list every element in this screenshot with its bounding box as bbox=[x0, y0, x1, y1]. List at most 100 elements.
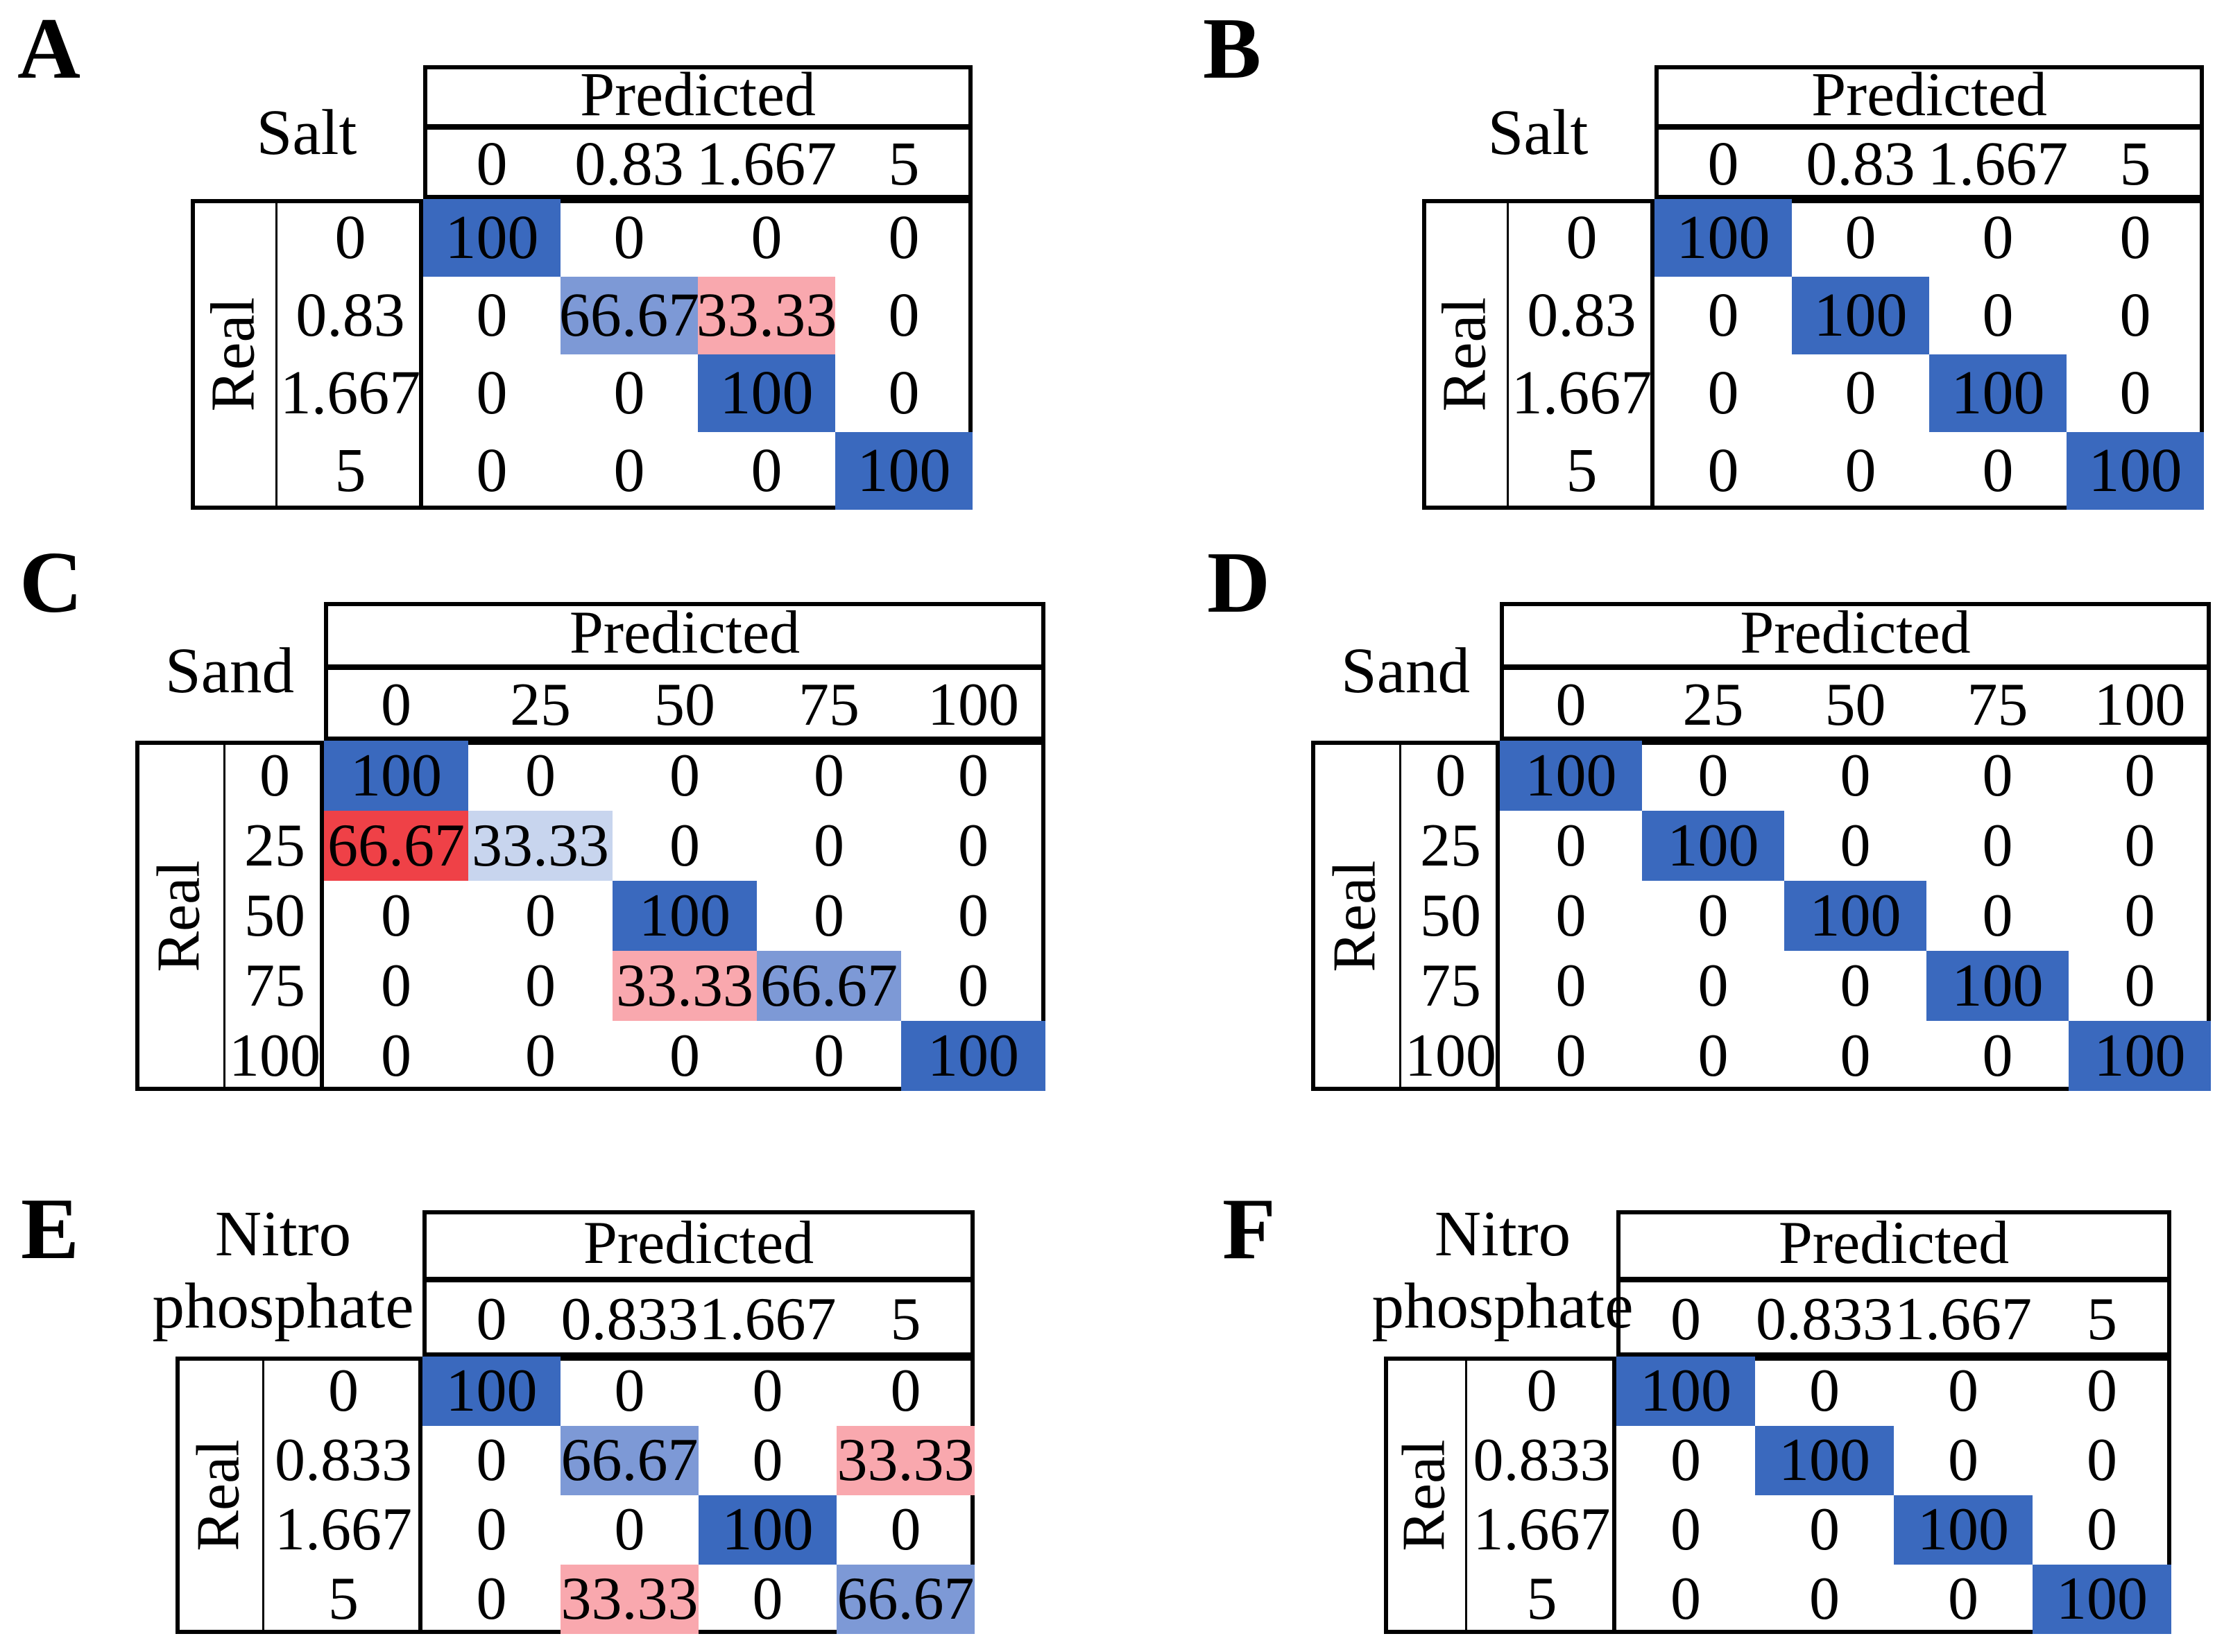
real-tick: 100 bbox=[229, 1022, 320, 1090]
panel-letter-A: A bbox=[17, 1, 80, 97]
matrix-cell-r0c3: 0 bbox=[888, 203, 920, 272]
matrix-cell-r1c1: 100 bbox=[1642, 811, 1784, 881]
predicted-axis-label: Predicted bbox=[1616, 1210, 2171, 1282]
predicted-header-box bbox=[1616, 1210, 2171, 1357]
matrix-cell-r1c0: 0 bbox=[1670, 1427, 1701, 1494]
real-axis-column: Real bbox=[1311, 741, 1401, 1091]
real-tick: 5 bbox=[1566, 436, 1598, 505]
matrix-cell-r0c4: 0 bbox=[958, 741, 989, 809]
matrix-cell-r2c2: 100 bbox=[1894, 1495, 2033, 1565]
matrix-cell-r4c2: 0 bbox=[1840, 1022, 1871, 1090]
matrix-cell-r0c1: 0 bbox=[1845, 203, 1876, 272]
matrix-cell-r0c0: 100 bbox=[324, 741, 468, 811]
predicted-tick: 75 bbox=[1967, 671, 2028, 739]
real-tick: 25 bbox=[1420, 811, 1481, 879]
matrix-cell-r1c3: 0 bbox=[1982, 811, 2013, 879]
matrix-cell-r1c0: 0 bbox=[476, 281, 508, 350]
matrix-cell-r2c3: 0 bbox=[814, 881, 844, 949]
real-ticks-column bbox=[264, 1357, 422, 1634]
matrix-cell-r3c4: 0 bbox=[958, 952, 989, 1019]
matrix-cell-r1c1: 100 bbox=[1755, 1426, 1894, 1495]
real-axis-label: Real bbox=[1390, 1439, 1458, 1551]
predicted-tick: 5 bbox=[2119, 130, 2151, 198]
real-ticks-column bbox=[277, 199, 423, 510]
matrix-cell-r3c0: 0 bbox=[381, 952, 411, 1019]
real-ticks-column bbox=[1401, 741, 1500, 1091]
matrix-cell-r4c4: 100 bbox=[2069, 1021, 2211, 1091]
matrix-cell-r0c3: 0 bbox=[2119, 203, 2151, 272]
matrix-cell-r3c3: 100 bbox=[2067, 432, 2204, 510]
matrix-body-box bbox=[1384, 1357, 2171, 1634]
predicted-tick: 25 bbox=[510, 671, 571, 739]
matrix-body-box bbox=[1311, 741, 2211, 1091]
matrix-cell-r2c1: 0 bbox=[525, 881, 556, 949]
matrix-cell-r1c2: 0 bbox=[1948, 1427, 1978, 1494]
matrix-cell-r0c3: 0 bbox=[814, 741, 844, 809]
predicted-tick: 0.833 bbox=[1756, 1285, 1893, 1353]
real-axis-label: Real bbox=[145, 859, 213, 972]
real-axis-label: Real bbox=[1430, 297, 1498, 412]
matrix-cell-r3c3: 100 bbox=[835, 432, 973, 510]
predicted-tick: 0 bbox=[1707, 130, 1739, 198]
real-tick: 1.667 bbox=[1473, 1496, 1611, 1563]
matrix-cell-r1c4: 0 bbox=[2124, 811, 2155, 879]
real-ticks-column bbox=[1467, 1357, 1616, 1634]
real-tick: 0 bbox=[1566, 203, 1598, 272]
panel-letter-D: D bbox=[1207, 535, 1270, 631]
matrix-cell-r3c2: 0 bbox=[1948, 1565, 1978, 1633]
matrix-cell-r2c0: 0 bbox=[476, 359, 508, 427]
predicted-tick: 100 bbox=[927, 671, 1019, 739]
analyte-label-C: Sand bbox=[165, 635, 294, 707]
matrix-cell-r2c2: 100 bbox=[613, 881, 757, 951]
matrix-cell-r3c0: 0 bbox=[476, 1565, 507, 1633]
matrix-cell-r0c2: 0 bbox=[751, 203, 782, 272]
matrix-body-box bbox=[1422, 199, 2204, 510]
matrix-cell-r0c1: 0 bbox=[1697, 741, 1729, 809]
predicted-tick: 1.667 bbox=[1927, 130, 2069, 198]
matrix-cell-r2c4: 0 bbox=[2124, 881, 2155, 949]
real-ticks-column bbox=[1509, 199, 1654, 510]
predicted-header-box bbox=[422, 1210, 975, 1357]
predicted-header-box bbox=[1500, 602, 2211, 741]
matrix-cell-r1c4: 0 bbox=[958, 811, 989, 879]
real-axis-column: Real bbox=[1384, 1357, 1467, 1634]
predicted-tick: 5 bbox=[890, 1285, 921, 1353]
matrix-cell-r2c0: 0 bbox=[1670, 1496, 1701, 1563]
matrix-cell-r2c2: 100 bbox=[1784, 881, 1926, 951]
predicted-tick: 0 bbox=[1670, 1285, 1701, 1353]
matrix-cell-r3c1: 0 bbox=[613, 436, 645, 505]
matrix-cell-r0c0: 100 bbox=[1616, 1357, 1755, 1426]
real-tick: 5 bbox=[1526, 1565, 1557, 1633]
matrix-body-box bbox=[135, 741, 1045, 1091]
matrix-cell-r2c2: 100 bbox=[1929, 354, 2067, 432]
matrix-cell-r1c2: 33.33 bbox=[696, 277, 837, 354]
real-tick: 0 bbox=[1526, 1357, 1557, 1425]
matrix-cell-r1c2: 0 bbox=[669, 811, 700, 879]
real-tick: 5 bbox=[334, 436, 366, 505]
matrix-cell-r2c1: 0 bbox=[1845, 359, 1876, 427]
matrix-cell-r0c3: 0 bbox=[2087, 1357, 2117, 1425]
matrix-cell-r1c3: 0 bbox=[888, 281, 920, 350]
predicted-tick: 1.667 bbox=[696, 130, 837, 198]
matrix-cell-r1c1: 100 bbox=[1792, 277, 1929, 354]
matrix-cell-r0c2: 0 bbox=[1948, 1357, 1978, 1425]
matrix-cell-r3c2: 0 bbox=[751, 436, 782, 505]
real-tick: 0 bbox=[328, 1357, 359, 1425]
matrix-cell-r3c0: 0 bbox=[1555, 952, 1587, 1019]
matrix-cell-r0c2: 0 bbox=[752, 1357, 783, 1425]
matrix-cell-r4c3: 0 bbox=[814, 1022, 844, 1090]
matrix-cell-r2c3: 0 bbox=[1982, 881, 2013, 949]
matrix-cell-r0c4: 0 bbox=[2124, 741, 2155, 809]
matrix-cell-r1c2: 0 bbox=[1982, 281, 2014, 350]
predicted-tick: 0 bbox=[476, 1285, 507, 1353]
predicted-tick: 5 bbox=[888, 130, 920, 198]
real-ticks-column bbox=[225, 741, 324, 1091]
matrix-cell-r4c0: 0 bbox=[1555, 1022, 1587, 1090]
panel-letter-F: F bbox=[1222, 1181, 1276, 1277]
matrix-cell-r2c1: 0 bbox=[613, 359, 645, 427]
matrix-cell-r1c0: 66.67 bbox=[324, 811, 468, 881]
predicted-tick: 5 bbox=[2087, 1285, 2117, 1353]
